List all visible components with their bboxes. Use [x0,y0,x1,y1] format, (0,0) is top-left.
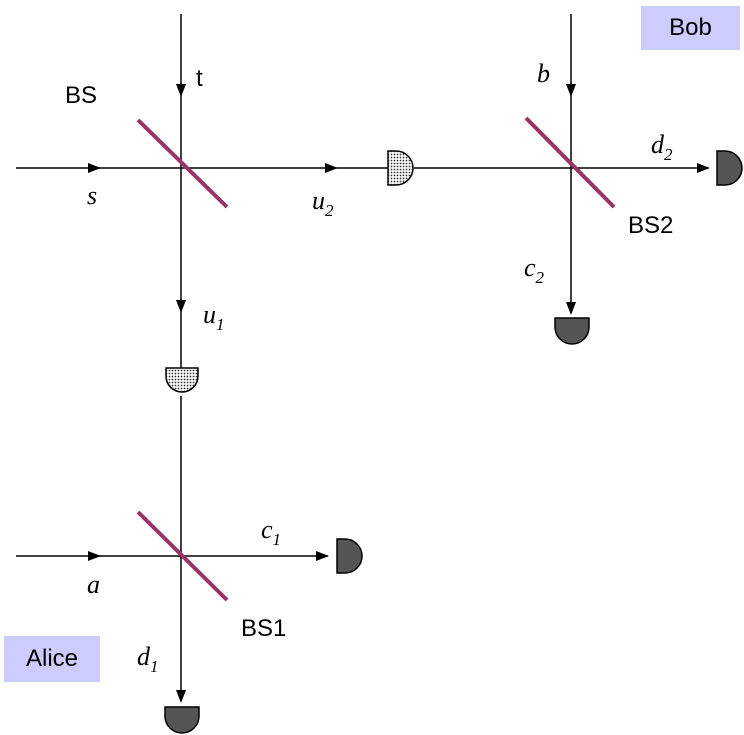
arrowheads [88,84,710,703]
label-bs2: BS2 [628,212,673,239]
arrow-d1 [176,690,186,703]
label-mode-d2: d2 [651,130,673,164]
detector-d2-icon [716,150,743,186]
label-bs1: BS1 [241,615,286,642]
beam-lines [16,14,708,698]
beam-splitters [136,116,616,602]
arrow-b [566,84,576,97]
arrow-s [88,163,101,173]
beam-splitter-bs2 [524,116,616,209]
label-mode-u2: u2 [312,186,334,220]
detector-c2-icon [554,317,590,345]
arrow-t [176,84,186,97]
label-mode-t: t [196,65,203,92]
beam-splitter-bs [136,118,229,209]
alice-label: Alice [4,636,100,682]
label-mode-a: a [87,570,100,599]
arrow-c1 [316,551,329,561]
label-mode-s: s [87,181,97,210]
label-mode-b: b [537,59,550,88]
arrow-c2 [566,302,576,315]
detector-d1-icon [164,706,200,734]
label-mode-c2: c2 [524,253,545,287]
detector-c1-icon [336,538,363,574]
output-detectors [164,150,743,734]
detector-u1-icon [165,367,199,393]
bob-label: Bob [641,6,740,50]
label-mode-u1: u1 [203,300,225,334]
beam-splitter-bs1 [136,510,229,602]
arrow-d2 [697,163,710,173]
arrow-a [88,551,101,561]
detector-u2-icon [387,150,414,186]
label-mode-c1: c1 [261,515,281,549]
dotted-detectors [165,150,414,393]
arrow-u1 [176,300,186,313]
label-bs: BS [65,82,97,109]
label-mode-d1: d1 [137,642,159,676]
arrow-u2 [325,163,338,173]
